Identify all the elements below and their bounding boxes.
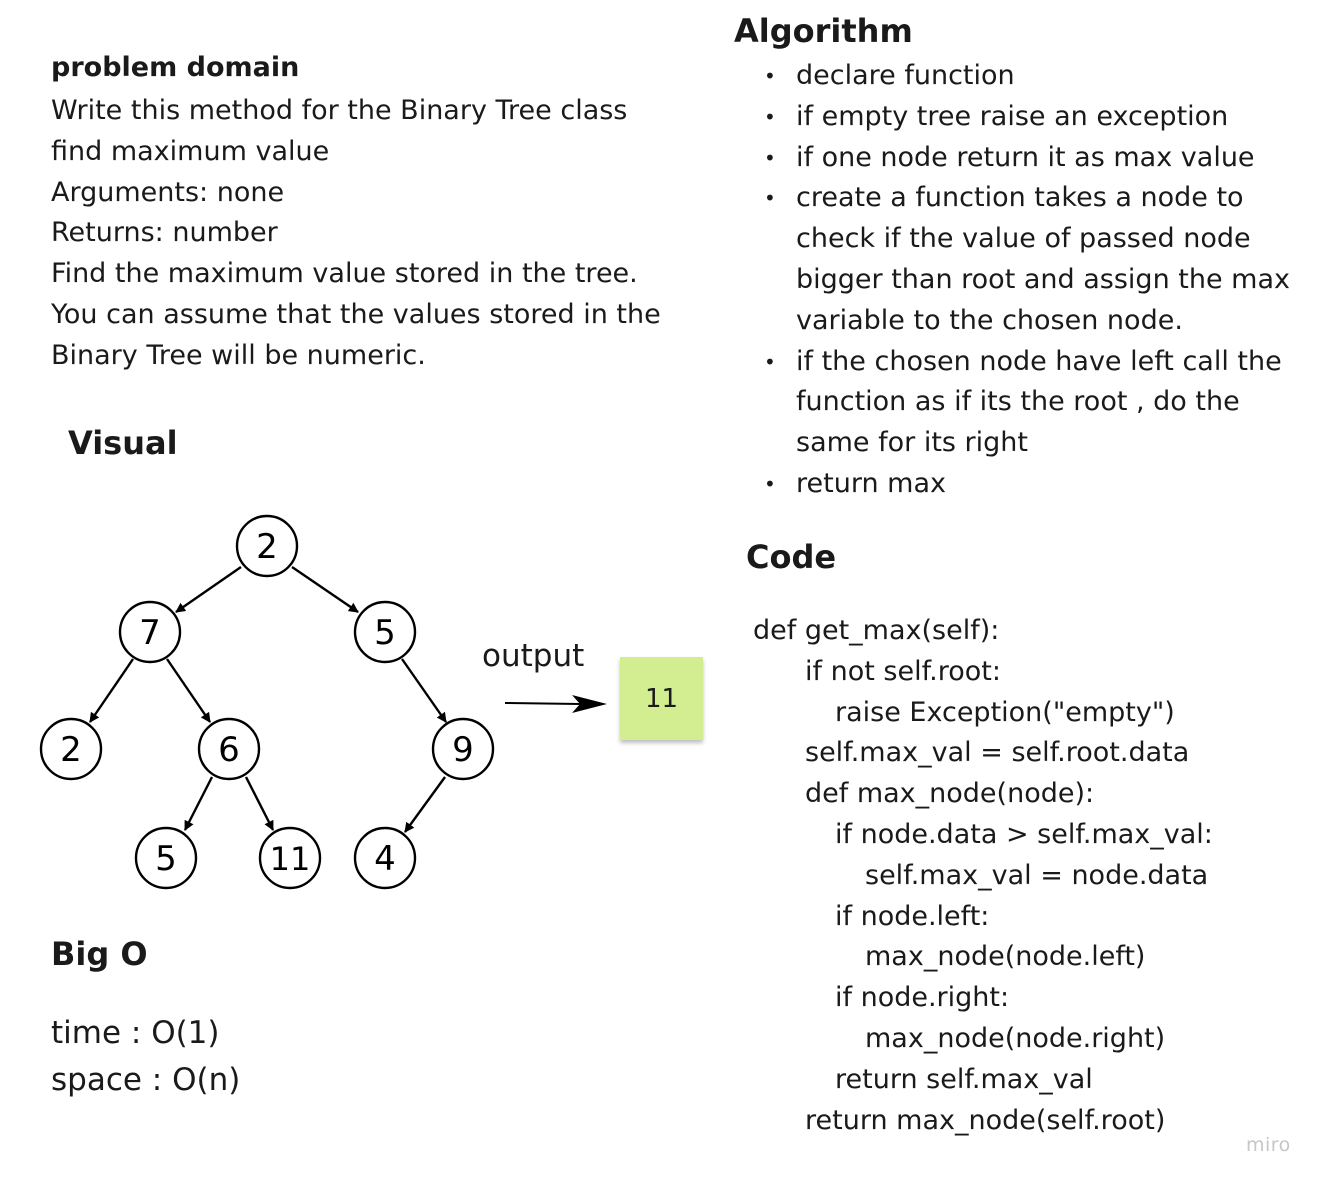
algorithm-step-line: bigger than root and assign the max	[796, 263, 1290, 295]
tree-edge	[175, 566, 242, 613]
big-o-title: Big O	[51, 935, 148, 973]
code-line: max_node(node.left)	[865, 941, 1146, 973]
tree-node-value: 7	[139, 613, 161, 653]
output-sticky-note[interactable]: 11	[620, 657, 703, 740]
space-complexity: space : O(n)	[51, 1062, 241, 1098]
code-line: if node.data > self.max_val:	[835, 818, 1213, 850]
code-line: if node.left:	[835, 900, 990, 932]
tree-node-value: 5	[155, 839, 177, 879]
code-title: Code	[746, 538, 837, 576]
output-arrow-icon	[504, 695, 607, 713]
tree-node-circle	[39, 717, 103, 781]
tree-node-value: 11	[270, 840, 311, 878]
algorithm-step-line: if the chosen node have left call the	[796, 345, 1282, 377]
tree-edges	[89, 566, 447, 833]
code-line: if node.right:	[835, 982, 1010, 1014]
problem-line: Write this method for the Binary Tree cl…	[51, 95, 628, 126]
algorithm-step-line: check if the value of passed node	[796, 223, 1251, 255]
output-label: output	[482, 638, 585, 674]
tree-node-value: 2	[256, 527, 278, 567]
problem-line: Find the maximum value stored in the tre…	[51, 258, 638, 290]
tree-edge	[401, 658, 447, 723]
algorithm-step: create a function takes a node to check …	[760, 178, 1300, 341]
tree-edge	[166, 658, 211, 723]
algorithm-step: declare function	[760, 56, 1300, 97]
visual-title: Visual	[68, 424, 178, 462]
algorithm-list: declare function if empty tree raise an …	[760, 56, 1300, 505]
big-o-values: time : O(1) space : O(n)	[51, 1010, 240, 1104]
tree-edge	[89, 658, 134, 723]
algorithm-step-line: create a function takes a node to	[796, 182, 1244, 214]
tree-node-circle	[134, 826, 198, 890]
tree-node-circle	[258, 826, 322, 890]
miro-logo: miro	[1246, 1134, 1291, 1156]
algorithm-step: return max	[760, 464, 1300, 505]
tree-node-circle	[431, 717, 495, 781]
problem-line: Returns: number	[51, 217, 278, 249]
algorithm-step: if empty tree raise an exception	[760, 97, 1300, 138]
algorithm-title: Algorithm	[734, 12, 913, 50]
algorithm-step-line: return max	[796, 467, 946, 499]
tree-node-value: 4	[374, 839, 396, 879]
code-block: def get_max(self): if not self.root: rai…	[753, 611, 1213, 1141]
code-line: def max_node(node):	[805, 778, 1095, 810]
code-line: raise Exception("empty")	[835, 696, 1175, 728]
algorithm-step-line: declare function	[796, 60, 1015, 91]
code-line: self.max_val = node.data	[865, 859, 1209, 891]
code-line: return max_node(self.root)	[805, 1104, 1166, 1136]
problem-line: Arguments: none	[51, 176, 285, 208]
tree-edge	[244, 776, 275, 831]
code-line: def get_max(self):	[753, 615, 1000, 646]
algorithm-step-line: if empty tree raise an exception	[796, 100, 1229, 132]
binary-tree-diagram: 2 7 5 2 6 9 5 11 4	[39, 514, 495, 890]
output-value: 11	[644, 683, 679, 714]
tree-node-circle	[197, 717, 261, 781]
code-line: return self.max_val	[835, 1063, 1093, 1095]
algorithm-step-line: variable to the chosen node.	[796, 304, 1183, 336]
algorithm-step: if one node return it as max value	[760, 138, 1300, 179]
tree-node-value: 5	[374, 613, 396, 653]
problem-domain-text: Write this method for the Binary Tree cl…	[51, 91, 661, 377]
tree-edge	[183, 776, 214, 831]
time-complexity: time : O(1)	[51, 1015, 220, 1051]
problem-line: find maximum value	[51, 135, 330, 167]
problem-domain-title: problem domain	[51, 52, 300, 83]
algorithm-step-line: same for its right	[796, 427, 1028, 459]
problem-line: You can assume that the values stored in…	[51, 298, 661, 330]
tree-edge	[404, 776, 446, 833]
problem-line: Binary Tree will be numeric.	[51, 339, 426, 371]
tree-node-value: 2	[60, 730, 82, 770]
tree-node-circle	[118, 600, 182, 664]
tree-node-circle	[353, 826, 417, 890]
tree-node-circle	[353, 600, 417, 664]
code-line: if not self.root:	[805, 655, 1001, 687]
algorithm-step: if the chosen node have left call the fu…	[760, 342, 1300, 464]
algorithm-step-line: if one node return it as max value	[796, 141, 1255, 173]
tree-node-circle	[235, 514, 299, 578]
tree-node-value: 6	[218, 730, 240, 770]
tree-node-value: 9	[452, 730, 474, 770]
code-line: max_node(node.right)	[865, 1022, 1166, 1054]
tree-edge	[291, 566, 359, 613]
algorithm-step-line: function as if its the root , do the	[796, 386, 1240, 418]
code-line: self.max_val = self.root.data	[805, 737, 1190, 769]
